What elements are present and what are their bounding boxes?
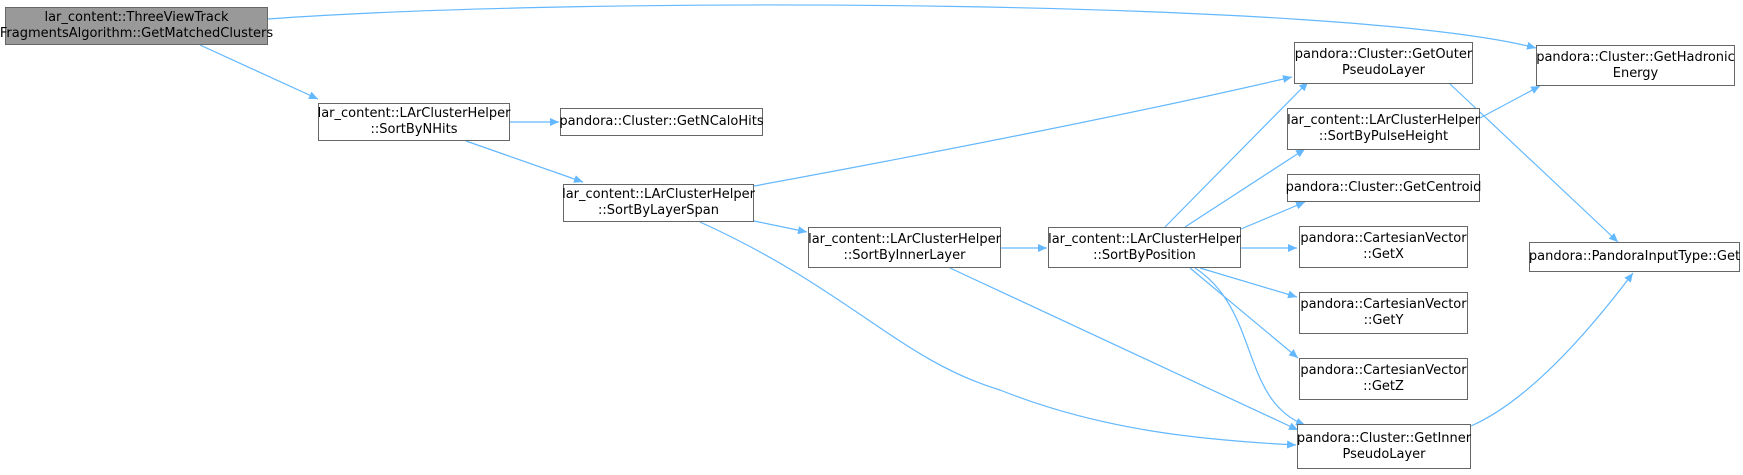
node-pandora-input-type-get[interactable]: pandora::PandoraInputType::Get: [1529, 242, 1740, 272]
node-label-line2: ::SortByLayerSpan: [598, 203, 719, 218]
node-label-line1: lar_content::ThreeViewTrack: [44, 10, 229, 25]
node-label-line2: ::SortByPulseHeight: [1318, 129, 1449, 144]
edge-position-to-centroid: [1240, 201, 1306, 230]
node-get-centroid[interactable]: pandora::Cluster::GetCentroid: [1285, 174, 1482, 202]
node-get-ncalo-hits[interactable]: pandora::Cluster::GetNCaloHits: [559, 108, 764, 136]
node-label-line2: FragmentsAlgorithm::GetMatchedClusters: [0, 26, 274, 41]
node-label-line2: ::SortByInnerLayer: [843, 247, 966, 263]
node-label-line1: lar_content::LArClusterHelper: [808, 231, 1001, 247]
node-label-line1: lar_content::LArClusterHelper: [562, 187, 755, 202]
edge-position-to-y: [1199, 267, 1298, 299]
edge-layer-span-to-inner-pseudo-layer: [699, 221, 1297, 449]
node-label-line2: ::GetY: [1363, 313, 1404, 328]
node-sort-by-pulse-height[interactable]: lar_content::LArClusterHelper ::SortByPu…: [1287, 108, 1480, 150]
edge-position-to-pulse-height: [1184, 148, 1306, 228]
node-label-line1: pandora::Cluster::GetCentroid: [1285, 180, 1482, 195]
node-label-line2: PseudoLayer: [1341, 63, 1426, 78]
node-get-hadronic-energy[interactable]: pandora::Cluster::GetHadronic Energy: [1536, 45, 1735, 86]
edge-inner-layer-to-inner-pseudo-layer: [949, 267, 1299, 431]
node-label-line1: pandora::Cluster::GetOuter: [1294, 47, 1473, 62]
node-get-inner-pseudo-layer[interactable]: pandora::Cluster::GetInner PseudoLayer: [1297, 424, 1471, 469]
edge-pulse-height-to-hadronic-energy: [1479, 85, 1541, 119]
node-get-outer-pseudo-layer[interactable]: pandora::Cluster::GetOuter PseudoLayer: [1294, 42, 1473, 84]
edge-inner-pseudo-layer-to-input-type: [1470, 272, 1634, 427]
node-cartesian-get-y[interactable]: pandora::CartesianVector ::GetY: [1299, 292, 1468, 334]
node-label-line1: pandora::CartesianVector: [1300, 363, 1467, 378]
edge-position-to-z: [1189, 267, 1299, 359]
node-label-line1: pandora::Cluster::GetNCaloHits: [559, 114, 764, 129]
node-get-matched-clusters: lar_content::ThreeViewTrack FragmentsAlg…: [0, 7, 273, 45]
node-label-line2: ::GetZ: [1363, 379, 1404, 394]
node-label-line1: pandora::PandoraInputType::Get: [1528, 249, 1741, 264]
edge-position-to-inner-pseudo-layer: [1194, 267, 1306, 426]
node-label-line2: Energy: [1612, 65, 1659, 81]
node-label-line1: pandora::CartesianVector: [1300, 297, 1467, 312]
node-label-line1: lar_content::LArClusterHelper: [1287, 113, 1480, 128]
node-label-line1: pandora::Cluster::GetInner: [1296, 430, 1472, 446]
node-sort-by-inner-layer[interactable]: lar_content::LArClusterHelper ::SortByIn…: [808, 227, 1001, 268]
edge-root-to-sort-by-nhits: [199, 44, 319, 100]
node-cartesian-get-x[interactable]: pandora::CartesianVector ::GetX: [1299, 226, 1468, 268]
edge-nhits-to-layer-span: [465, 140, 584, 183]
node-label-line1: pandora::Cluster::GetHadronic: [1536, 49, 1735, 65]
node-cartesian-get-z[interactable]: pandora::CartesianVector ::GetZ: [1299, 358, 1468, 400]
node-label-line1: lar_content::LArClusterHelper: [1048, 231, 1241, 247]
node-sort-by-layer-span[interactable]: lar_content::LArClusterHelper ::SortByLa…: [562, 184, 755, 222]
node-label-line1: lar_content::LArClusterHelper: [317, 106, 511, 121]
node-sort-by-nhits[interactable]: lar_content::LArClusterHelper ::SortByNH…: [318, 103, 510, 141]
edge-root-to-hadronic-energy: [267, 4, 1537, 50]
node-label-line2: ::SortByPosition: [1093, 247, 1196, 263]
edge-position-to-outer-pseudo-layer: [1164, 81, 1309, 228]
edge-layer-span-to-outer-pseudo-layer: [753, 75, 1293, 187]
node-label-line2: ::SortByNHits: [370, 122, 458, 137]
node-label-line1: pandora::CartesianVector: [1300, 231, 1467, 246]
node-label-line2: PseudoLayer: [1342, 446, 1426, 462]
edge-layer-span-to-inner-layer: [753, 220, 808, 235]
node-sort-by-position[interactable]: lar_content::LArClusterHelper ::SortByPo…: [1048, 227, 1241, 268]
node-label-line2: ::GetX: [1363, 247, 1404, 262]
